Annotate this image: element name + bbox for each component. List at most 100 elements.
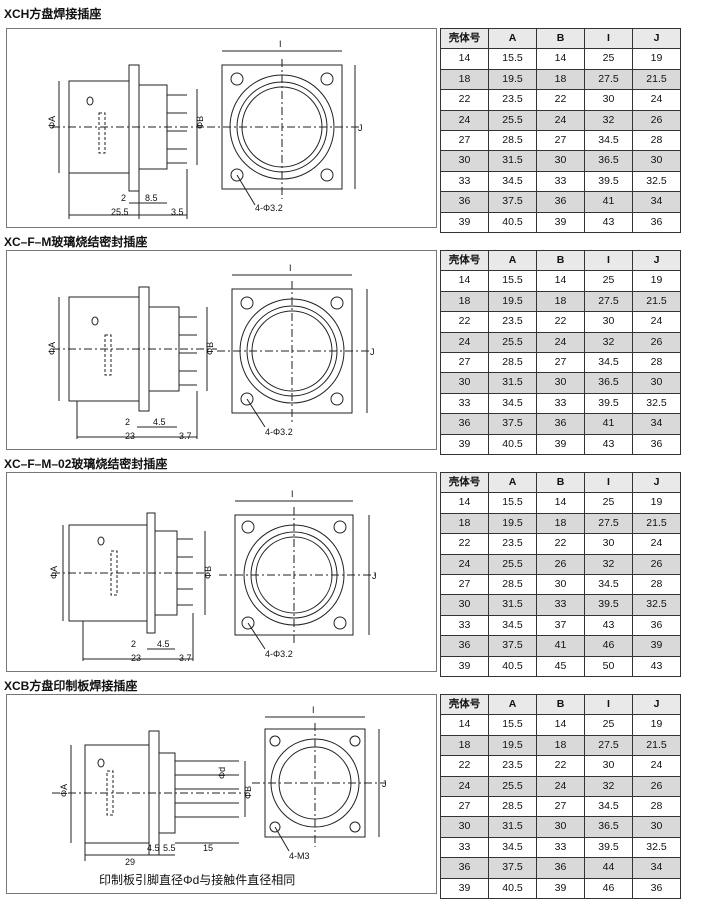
table-header-cell: 壳体号 — [440, 471, 489, 494]
table-cell: 46 — [584, 635, 633, 657]
table-cell: 24 — [632, 755, 681, 777]
table-cell: 36.5 — [584, 372, 633, 394]
table-cell: 27 — [440, 352, 489, 374]
table-cell: 30 — [536, 150, 585, 172]
connector-drawing: ΦA ΦB I J 2 8.5 25.5 3.5 4-Φ3.2 — [6, 28, 437, 228]
side-and-front-view: ΦA ΦB I J 2 4.5 23 3.7 4-Φ3.2 — [49, 489, 377, 663]
table-cell: 39 — [536, 433, 585, 456]
table-cell: 36 — [632, 433, 681, 456]
table-cell: 19 — [632, 714, 681, 736]
table-cell: 31.5 — [488, 372, 537, 394]
dim-3: 25.5 — [111, 207, 129, 217]
table-cell: 25 — [584, 492, 633, 514]
dim-phi-b: ΦB — [205, 342, 215, 355]
table-cell: 40.5 — [488, 433, 537, 456]
dim-4: 3.7 — [179, 653, 192, 663]
table-cell: 26 — [632, 775, 681, 798]
table-cell: 34.5 — [584, 796, 633, 818]
table-cell: 46 — [584, 877, 633, 900]
table-cell: 18 — [536, 68, 585, 91]
table-cell: 27 — [536, 796, 585, 818]
table-cell: 39 — [440, 211, 489, 234]
table-cell: 27.5 — [584, 512, 633, 535]
table-cell: 24 — [632, 89, 681, 111]
table-cell: 39 — [440, 433, 489, 456]
table-cell: 22 — [536, 89, 585, 111]
table-cell: 23.5 — [488, 89, 537, 111]
dim-i: I — [279, 39, 282, 49]
table-cell: 14 — [536, 714, 585, 736]
table-cell: 18 — [536, 734, 585, 757]
table-header-cell: A — [488, 471, 537, 494]
table-cell: 39 — [440, 655, 489, 678]
table-cell: 28 — [632, 796, 681, 818]
table-header-cell: 壳体号 — [440, 249, 489, 272]
table-cell: 32.5 — [632, 836, 681, 859]
table-cell: 34.5 — [488, 170, 537, 193]
table-cell: 24 — [440, 553, 489, 576]
dim-j: J — [382, 779, 387, 789]
table-cell: 28.5 — [488, 574, 537, 596]
table-cell: 21.5 — [632, 290, 681, 313]
table-cell: 26 — [536, 553, 585, 576]
table-cell: 19.5 — [488, 290, 537, 313]
table-cell: 39 — [440, 877, 489, 900]
table-cell: 36 — [536, 191, 585, 213]
pin-diameter-note: 印制板引脚直径Φd与接触件直径相同 — [99, 873, 296, 887]
table-cell: 33 — [440, 836, 489, 859]
table-cell: 14 — [440, 492, 489, 514]
table-cell: 33 — [536, 594, 585, 616]
table-cell: 24 — [440, 775, 489, 798]
table-cell: 14 — [536, 492, 585, 514]
table-cell: 14 — [440, 48, 489, 70]
table-cell: 36 — [440, 857, 489, 879]
table-cell: 36.5 — [584, 816, 633, 838]
table-cell: 22 — [440, 755, 489, 777]
dim-1: 2 — [131, 639, 136, 649]
table-cell: 34.5 — [488, 392, 537, 415]
table-cell: 27 — [536, 130, 585, 152]
table-cell: 32 — [584, 775, 633, 798]
table-cell: 23.5 — [488, 533, 537, 555]
dim-3: 23 — [131, 653, 141, 663]
table-cell: 19.5 — [488, 734, 537, 757]
table-cell: 34.5 — [584, 352, 633, 374]
table-cell: 36 — [536, 857, 585, 879]
dim-i: I — [312, 705, 315, 715]
dim-1: 4.5 — [147, 843, 160, 853]
table-cell: 19 — [632, 492, 681, 514]
table-cell: 14 — [536, 48, 585, 70]
table-cell: 28.5 — [488, 352, 537, 374]
table-cell: 36 — [632, 211, 681, 234]
table-cell: 39 — [632, 635, 681, 657]
table-cell: 25.5 — [488, 553, 537, 576]
table-cell: 37 — [536, 614, 585, 637]
table-cell: 33 — [536, 836, 585, 859]
table-cell: 15.5 — [488, 714, 537, 736]
table-cell: 39 — [536, 877, 585, 900]
table-cell: 24 — [632, 311, 681, 333]
table-cell: 30 — [536, 816, 585, 838]
table-cell: 26 — [632, 109, 681, 132]
table-cell: 25.5 — [488, 109, 537, 132]
table-cell: 22 — [536, 533, 585, 555]
dim-j: J — [370, 347, 375, 357]
table-cell: 24 — [536, 109, 585, 132]
dim-hole: 4-Φ3.2 — [265, 649, 293, 659]
table-cell: 34.5 — [584, 574, 633, 596]
table-cell: 18 — [440, 290, 489, 313]
table-cell: 39.5 — [584, 392, 633, 415]
table-cell: 22 — [536, 311, 585, 333]
table-header-cell: J — [632, 471, 681, 494]
connector-drawing: ΦA ΦB I J 2 4.5 23 3.7 4-Φ3.2 — [6, 250, 437, 450]
